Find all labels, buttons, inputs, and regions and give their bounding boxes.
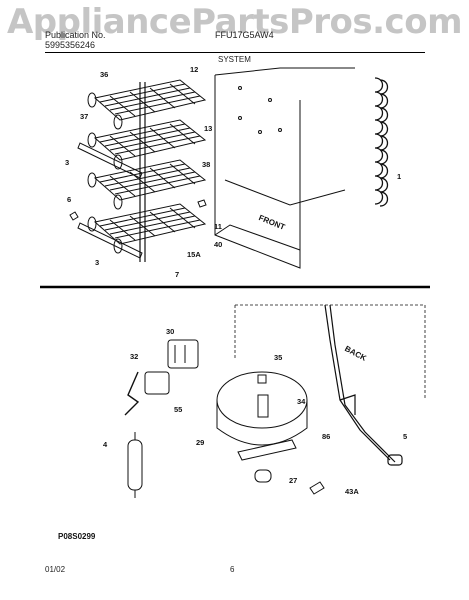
lower-label: 30 bbox=[166, 327, 175, 336]
upper-label: 37 bbox=[80, 112, 89, 121]
lower-label: 34 bbox=[297, 397, 306, 406]
side-rail-lower bbox=[77, 222, 143, 259]
section-title: SYSTEM bbox=[218, 55, 251, 64]
upper-label: 7 bbox=[175, 270, 180, 279]
watermark: AppliancePartsPros.com bbox=[6, 2, 463, 42]
lower-label: 4 bbox=[103, 440, 108, 449]
upper-label: 40 bbox=[214, 240, 223, 249]
grommet-43a bbox=[309, 481, 325, 495]
shelf-2 bbox=[87, 119, 207, 170]
lower-label: 86 bbox=[322, 432, 331, 441]
header-rule bbox=[45, 52, 425, 53]
evaporator-coil bbox=[374, 77, 389, 207]
upper-label: 1 bbox=[397, 172, 402, 181]
shelf-3 bbox=[87, 159, 207, 210]
lower-label: 29 bbox=[196, 438, 205, 447]
shelf-4 bbox=[87, 203, 207, 254]
compressor-assembly bbox=[216, 371, 308, 483]
shelf-1 bbox=[87, 79, 207, 130]
upper-label: 3 bbox=[65, 158, 70, 167]
upper-label: 6 bbox=[67, 195, 72, 204]
wire-32 bbox=[124, 371, 140, 416]
upper-label: 36 bbox=[100, 70, 109, 79]
wiring-harness bbox=[324, 304, 403, 466]
brand-line-2: 5995356246 bbox=[45, 40, 96, 50]
relay-overload bbox=[144, 339, 199, 395]
upper-label: 3 bbox=[95, 258, 100, 267]
brand-line-1: Publication No. bbox=[45, 30, 106, 40]
model-code: FFU17G5AW4 bbox=[215, 30, 274, 40]
side-rail-upper bbox=[77, 142, 143, 179]
cabinet-liner bbox=[214, 67, 355, 269]
lower-label: 32 bbox=[130, 352, 139, 361]
footer-date: 01/02 bbox=[45, 565, 66, 574]
filter-drier bbox=[127, 432, 143, 498]
upper-label: 12 bbox=[190, 65, 199, 74]
lower-label: 55 bbox=[174, 405, 183, 414]
clip-11 bbox=[197, 199, 207, 208]
upper-label: 38 bbox=[202, 160, 211, 169]
footer-page: 6 bbox=[230, 565, 235, 574]
mounting-plate-outline bbox=[234, 304, 426, 400]
lower-label: 27 bbox=[289, 476, 298, 485]
lower-label: 35 bbox=[274, 353, 283, 362]
upper-label: 13 bbox=[204, 124, 213, 133]
lower-label: 5 bbox=[403, 432, 408, 441]
lower-label: 43A bbox=[345, 487, 359, 496]
diagram-code: P08S0299 bbox=[58, 532, 96, 541]
shelf-assembly bbox=[69, 79, 207, 262]
upper-label: 15A bbox=[187, 250, 201, 259]
upper-label: 11 bbox=[214, 222, 222, 231]
clip-6 bbox=[69, 211, 79, 221]
